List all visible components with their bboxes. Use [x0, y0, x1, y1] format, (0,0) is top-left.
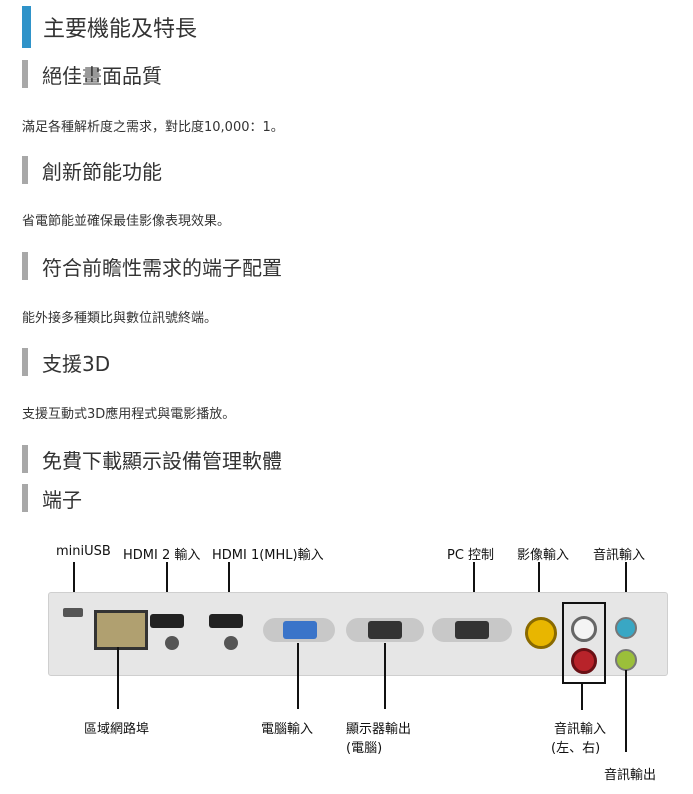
page-heading: 主要機能及特長 — [22, 6, 197, 48]
label-audio-in: 音訊輸入 — [593, 548, 646, 563]
audio-in-left-jack — [571, 616, 597, 642]
miniusb-port — [63, 608, 83, 617]
hdmi2-screw — [165, 636, 179, 650]
heading-bar — [22, 484, 28, 512]
leader-line — [625, 670, 627, 752]
audio-out-jack — [615, 649, 637, 671]
computer-in-port — [283, 621, 317, 639]
hdmi1-screw — [224, 636, 238, 650]
section-heading: 端子 — [22, 484, 82, 512]
section-title: 支援3D — [42, 351, 111, 376]
label-monitor-out: 顯示器輸出 — [346, 722, 412, 737]
heading-bar — [22, 348, 28, 376]
section-text: 滿足各種解析度之需求，對比度10,000：1。 — [22, 120, 284, 135]
section-title: 絕佳畫面品質 — [42, 63, 162, 88]
label-computer-in: 電腦輸入 — [261, 722, 314, 737]
label-monitor-out-sub: (電腦) — [346, 741, 383, 756]
label-pc-control: PC 控制 — [447, 548, 495, 563]
section-title: 符合前瞻性需求的端子配置 — [42, 255, 282, 280]
terminal-diagram: miniUSB HDMI 2 輸入 HDMI 1(MHL)輸入 PC 控制 影像… — [0, 530, 693, 794]
section-heading: 支援3D — [22, 348, 110, 376]
label-hdmi2: HDMI 2 輸入 — [123, 548, 201, 563]
label-audio-out: 音訊輸出 — [604, 768, 657, 783]
section-title: 免費下載顯示設備管理軟體 — [42, 448, 282, 473]
section-heading: 創新節能功能 — [22, 156, 162, 184]
monitor-out-port — [368, 621, 402, 639]
section-text: 能外接多種類比與數位訊號終端。 — [22, 311, 218, 326]
leader-line — [117, 647, 119, 709]
video-in-jack — [525, 617, 557, 649]
leader-line — [625, 562, 627, 616]
label-video-in: 影像輸入 — [517, 548, 570, 563]
heading-bar — [22, 445, 28, 473]
pc-control-port — [455, 621, 489, 639]
leader-line — [166, 562, 168, 610]
section-text: 省電節能並確保最佳影像表現效果。 — [22, 214, 231, 229]
label-hdmi1: HDMI 1(MHL)輸入 — [212, 548, 324, 563]
page-title: 主要機能及特長 — [43, 17, 198, 42]
heading-accent-bar — [22, 6, 31, 48]
section-heading: 免費下載顯示設備管理軟體 — [22, 445, 282, 473]
leader-line — [538, 562, 540, 612]
leader-line — [297, 643, 299, 709]
heading-bar — [22, 60, 28, 88]
section-heading: 絕佳畫面品質 — [22, 60, 162, 88]
audio-in-lr-box — [562, 602, 606, 684]
leader-line — [73, 562, 75, 610]
audio-in-right-jack — [571, 648, 597, 674]
section-heading: 符合前瞻性需求的端子配置 — [22, 252, 282, 280]
leader-line — [228, 562, 230, 610]
leader-line — [581, 682, 583, 710]
section-text: 支援互動式3D應用程式與電影播放。 — [22, 407, 236, 422]
hdmi2-port — [150, 614, 184, 628]
label-lan: 區域網路埠 — [84, 722, 150, 737]
label-audio-in-lr-sub: (左、右) — [551, 741, 601, 756]
heading-bar — [22, 156, 28, 184]
lan-port — [94, 610, 148, 650]
label-audio-in-lr: 音訊輸入 — [554, 722, 607, 737]
label-miniusb: miniUSB — [56, 544, 111, 559]
hdmi1-port — [209, 614, 243, 628]
audio-in-jack — [615, 617, 637, 639]
section-title: 端子 — [42, 487, 82, 512]
section-title: 創新節能功能 — [42, 159, 162, 184]
heading-bar — [22, 252, 28, 280]
leader-line — [473, 562, 475, 614]
leader-line — [384, 643, 386, 709]
